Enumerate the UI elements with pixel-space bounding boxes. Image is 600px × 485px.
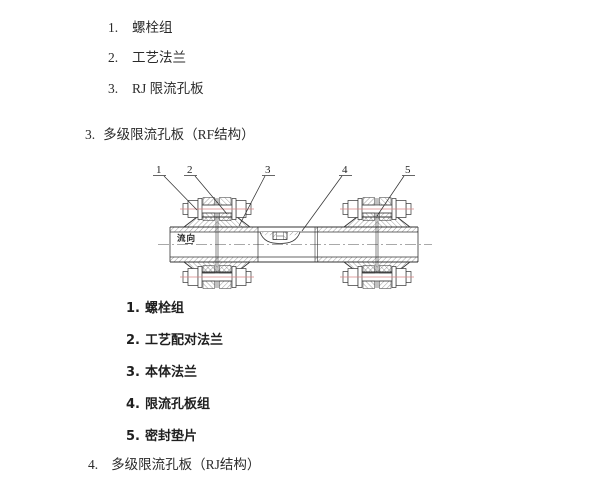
list-item-label: 工艺配对法兰 [145, 333, 224, 348]
flow-direction-label: 流向 [177, 233, 196, 244]
list-item-number: 4. [126, 397, 140, 412]
list-item-label: 密封垫片 [145, 429, 198, 444]
list-item-number: 1. [126, 301, 140, 316]
list-item-label: RJ 限流孔板 [132, 81, 204, 96]
section-number: 3. [85, 127, 96, 142]
list-item-label: 限流孔板组 [145, 397, 211, 412]
section-title: 多级限流孔板（RF结构） [103, 127, 255, 142]
orifice-plate-detail [259, 231, 301, 244]
list-item-label: 螺栓组 [145, 301, 185, 316]
callout-number: 5 [405, 164, 411, 176]
orifice-assembly-drawing: 1 2 3 4 5 流向 [153, 164, 432, 289]
callout-5: 5 [376, 164, 415, 217]
list-item: 3. RJ 限流孔板 [108, 81, 204, 96]
callout-number: 1 [156, 164, 162, 176]
list-item: 4. 限流孔板组 [126, 397, 210, 412]
list-item-label: 本体法兰 [145, 365, 198, 380]
flow-label-text: 流向 [177, 233, 196, 244]
list-item-number: 3. [108, 81, 119, 96]
callout-number: 2 [187, 164, 193, 176]
list-item: 2. 工艺配对法兰 [126, 333, 223, 348]
list-item: 5. 密封垫片 [126, 429, 197, 444]
section-number: 4. [88, 457, 99, 472]
section-heading-rf: 3. 多级限流孔板（RF结构） [85, 127, 255, 143]
callout-4: 4 [301, 164, 352, 232]
callout-1: 1 [153, 164, 198, 211]
list-item-label: 工艺法兰 [132, 50, 186, 65]
list-item: 1. 螺栓组 [108, 20, 173, 35]
callout-number: 3 [265, 164, 271, 176]
list-item: 3. 本体法兰 [126, 365, 197, 380]
callout-number: 4 [342, 164, 348, 176]
list-item-label: 螺栓组 [132, 20, 173, 35]
list-item-number: 2. [108, 50, 119, 65]
list-item-number: 5. [126, 429, 140, 444]
section-heading-rj: 4. 多级限流孔板（RJ结构） [88, 457, 260, 473]
list-item: 1. 螺栓组 [126, 301, 184, 316]
callout-2: 2 [184, 164, 228, 215]
section-title: 多级限流孔板（RJ结构） [111, 457, 261, 472]
list-item-number: 1. [108, 20, 119, 35]
list-item-number: 3. [126, 365, 140, 380]
list-item-number: 2. [126, 333, 140, 348]
list-item: 2. 工艺法兰 [108, 50, 186, 65]
callout-3: 3 [238, 164, 275, 227]
